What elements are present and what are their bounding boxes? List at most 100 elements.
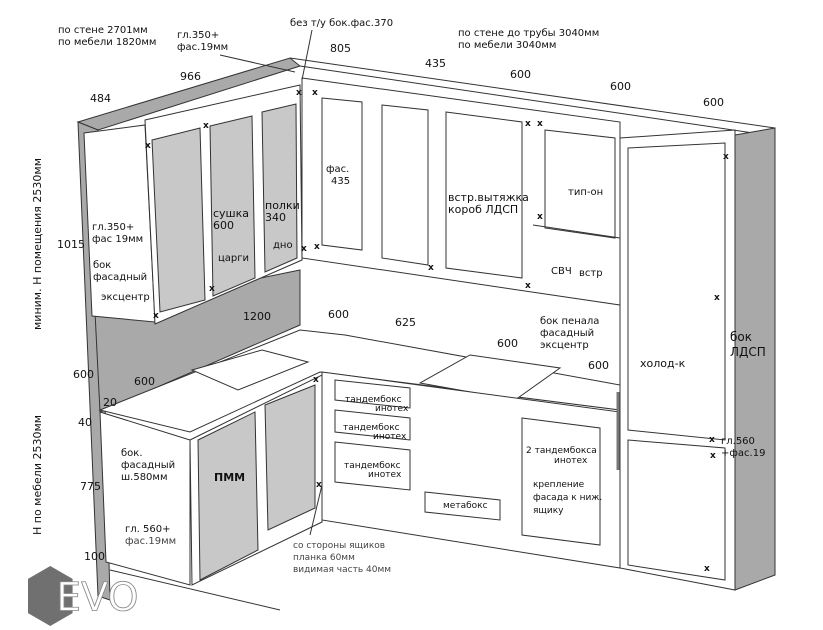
- dryer-label: сушка 600: [213, 208, 249, 232]
- note-line: полки: [265, 199, 300, 212]
- marker-x: x: [153, 311, 159, 321]
- upper-left-depth-label: гл.350+ фас 19мм: [92, 222, 143, 246]
- base-left-side: [99, 411, 191, 586]
- metabox-label: метабокс: [443, 501, 488, 511]
- note-line: по стене до трубы 3040мм: [458, 28, 600, 39]
- rails-label: царги: [218, 253, 250, 264]
- note-line: +фас.19: [721, 448, 766, 459]
- upper-side-label: бок фасадный эксцентр: [93, 260, 150, 304]
- marker-x: x: [301, 244, 307, 254]
- tall-depth-label: гл.560 +фас.19: [721, 436, 765, 460]
- upper-back-door-1: [321, 97, 363, 251]
- fridge-label: холод-к: [640, 357, 686, 370]
- fastening-label: крепление фасада к ниж. ящику: [533, 479, 602, 518]
- dishwasher-label: ПММ: [214, 471, 246, 484]
- dim-775: 775: [80, 480, 101, 493]
- note-line: встр.вытяжка: [448, 191, 529, 204]
- dim-625: 625: [395, 316, 416, 329]
- marker-x: x: [145, 141, 151, 151]
- marker-x: x: [525, 281, 531, 291]
- note-line: планка 60мм: [293, 553, 355, 563]
- marker-x: x: [428, 263, 434, 273]
- note-line: бок: [730, 330, 752, 344]
- note-line: фасадный: [93, 272, 148, 283]
- dishwasher-door: [197, 411, 259, 581]
- base-right-door: [521, 417, 601, 546]
- evo-logo-graphic: EVO: [28, 566, 139, 626]
- note-line: гл.560: [721, 436, 755, 447]
- note-line: фасада к ниж.: [533, 493, 603, 503]
- note-line: крепление: [533, 480, 585, 490]
- upper-door-2: [209, 115, 256, 297]
- note-line: ЛДСП: [730, 345, 766, 359]
- tip-on-label: тип-он: [568, 187, 604, 198]
- note-line: фасадный: [540, 328, 595, 339]
- upper-depth-note: гл.350+ фас.19мм: [177, 30, 228, 54]
- hood-door: [445, 111, 523, 279]
- note-line: по мебели 1820мм: [58, 37, 157, 48]
- note-line: бок.: [121, 448, 143, 459]
- back-wall-top: [289, 57, 776, 129]
- left-wall-edge: [77, 121, 111, 601]
- base-side-label: бок. фасадный ш.580мм: [121, 448, 175, 484]
- depth-leader: [219, 54, 296, 73]
- note-line: фасадный: [121, 460, 176, 471]
- note-line: фас.: [326, 164, 350, 175]
- note-line: инотех: [373, 432, 407, 442]
- hood-label: встр.вытяжка короб ЛДСП: [448, 192, 529, 216]
- marker-x: x: [537, 212, 543, 222]
- note-line: фас.19мм: [125, 536, 177, 547]
- note-line: сушка: [213, 207, 250, 220]
- note-line: фас 19мм: [92, 234, 144, 245]
- microwave-line: [532, 224, 621, 239]
- dim-600: 600: [510, 68, 531, 81]
- shelves-label: полки 340: [265, 200, 300, 224]
- drawer-3: [334, 441, 411, 491]
- note-line: 340: [265, 211, 286, 224]
- marker-x: x: [704, 564, 710, 574]
- dim-600: 600: [703, 96, 724, 109]
- dim-435: 435: [425, 57, 446, 70]
- dim-100: 100: [84, 550, 105, 563]
- base-depth-label: гл. 560+ фас.19мм: [125, 524, 176, 548]
- marker-x: x: [312, 88, 318, 98]
- tandem-label-3: тандембокс инотех: [344, 462, 401, 480]
- marker-x: x: [709, 435, 715, 445]
- dim-600: 600: [134, 375, 155, 388]
- note-line: инотех: [375, 404, 409, 414]
- tip-on-door: [544, 129, 616, 239]
- drawer-1: [334, 379, 411, 409]
- drawer-2: [334, 409, 411, 441]
- no-handle-note: без т/у бок.фас.370: [290, 18, 394, 29]
- marker-x: x: [710, 451, 716, 461]
- marker-x: x: [537, 119, 543, 129]
- no-handle-leader: [301, 29, 313, 81]
- marker-x: x: [525, 119, 531, 129]
- microwave-label: СВЧ: [551, 266, 572, 277]
- bottom-label: дно: [273, 240, 293, 251]
- room-height-label: миним. Н помещения 2530мм: [31, 157, 44, 330]
- floor-line: [109, 569, 281, 611]
- tall-side-label: бок пенала фасадный эксцентр: [540, 316, 599, 352]
- note-line: инотех: [368, 470, 402, 480]
- upper-door-3: [261, 103, 298, 273]
- note-line: гл.350+: [92, 222, 135, 233]
- dim-600: 600: [73, 368, 94, 381]
- dim-600: 600: [497, 337, 518, 350]
- dim-40: 40: [78, 416, 92, 429]
- dim-1200: 1200: [243, 310, 271, 323]
- marker-x: x: [714, 293, 720, 303]
- back-wall-top-inner: [299, 65, 761, 135]
- upper-back-door-2: [381, 104, 429, 266]
- tandem-label-1: тандембокс инотех: [345, 396, 408, 414]
- tandem-label-2: тандембокс инотех: [343, 424, 406, 442]
- note-line: 600: [213, 219, 234, 232]
- note-line: эксцентр: [540, 340, 589, 351]
- plinth-label: со стороны ящиков планка 60мм видимая ча…: [293, 540, 391, 576]
- note-line: 2 тандембокса: [526, 446, 597, 456]
- evo-logo: EVO: [18, 566, 158, 630]
- note-line: ящику: [533, 506, 564, 516]
- metabox-drawer: [424, 491, 501, 521]
